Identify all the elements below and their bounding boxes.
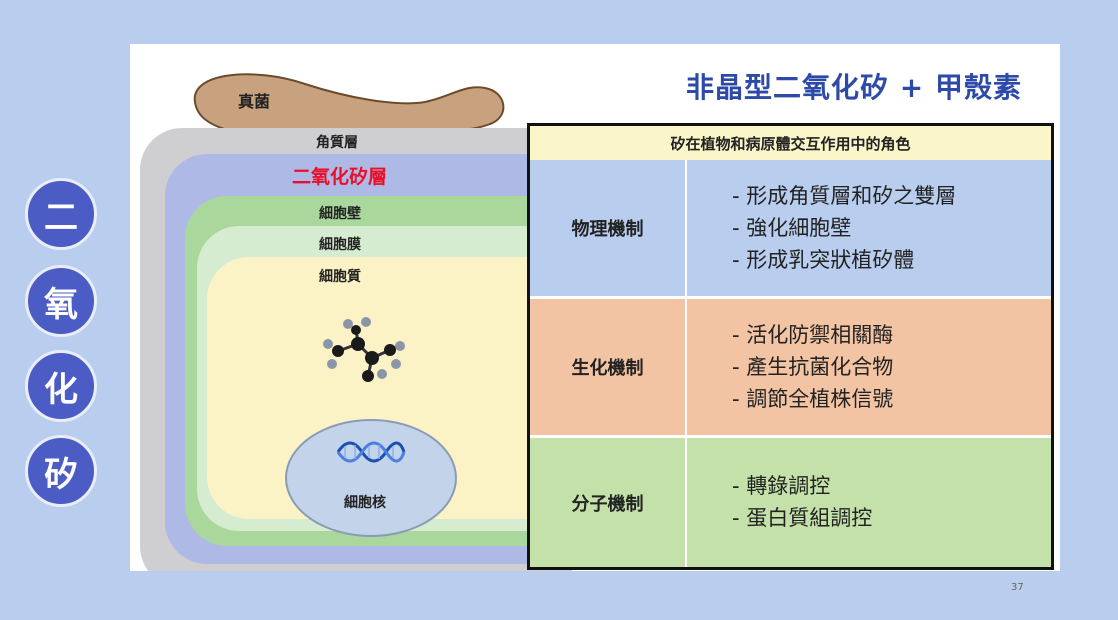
mechanism-items: - 形成角質層和矽之雙層 - 強化細胞壁 - 形成乳突狀植矽體 [687, 160, 1051, 296]
item-text: - 活化防禦相關酶 [732, 323, 894, 347]
side-circle-3: 化 [25, 350, 97, 422]
cell-membrane-label: 細胞膜 [319, 237, 361, 253]
item-text: - 強化細胞壁 [732, 216, 852, 240]
cytoplasm-label: 細胞質 [319, 269, 361, 285]
slide-title: 非晶型二氧化矽 + 甲殼素 [686, 71, 1022, 104]
cell-wall-label: 細胞壁 [319, 206, 361, 222]
item-text: - 形成角質層和矽之雙層 [732, 184, 957, 208]
nucleus-label: 細胞核 [344, 495, 386, 511]
mechanism-items: - 轉錄調控 - 蛋白質組調控 [687, 438, 1051, 567]
item-text: - 產生抗菌化合物 [732, 355, 894, 379]
item-text: - 轉錄調控 [732, 474, 831, 498]
dna-icon [336, 441, 406, 463]
table-row-biochemical: 生化機制 - 活化防禦相關酶 - 產生抗菌化合物 - 調節全植株信號 [530, 299, 1051, 438]
item-text: - 蛋白質組調控 [732, 506, 873, 530]
side-circle-2: 氧 [25, 265, 97, 337]
mechanism-label: 分子機制 [530, 438, 687, 567]
table-row-molecular: 分子機制 - 轉錄調控 - 蛋白質組調控 [530, 438, 1051, 567]
page-number: 37 [1011, 582, 1024, 593]
side-circle-1: 二 [25, 178, 97, 250]
slide: 非晶型二氧化矽 + 甲殼素 真菌 角質層 二氧化矽層 細胞壁 細胞膜 細胞質 [130, 44, 1060, 571]
mechanism-label: 物理機制 [530, 160, 687, 296]
item-text: - 調節全植株信號 [732, 387, 894, 411]
nucleus [285, 419, 457, 537]
fungus-label: 真菌 [238, 92, 271, 111]
molecule-icon [323, 317, 405, 382]
mechanism-items: - 活化防禦相關酶 - 產生抗菌化合物 - 調節全植株信號 [687, 299, 1051, 435]
cuticle-label: 角質層 [316, 135, 358, 151]
table-header: 矽在植物和病原體交互作用中的角色 [530, 126, 1051, 162]
silicon-role-table: 矽在植物和病原體交互作用中的角色 物理機制 - 形成角質層和矽之雙層 - 強化細… [527, 123, 1054, 570]
table-row-physical: 物理機制 - 形成角質層和矽之雙層 - 強化細胞壁 - 形成乳突狀植矽體 [530, 160, 1051, 299]
side-circle-4: 矽 [25, 435, 97, 507]
silica-layer-label: 二氧化矽層 [292, 166, 388, 188]
item-text: - 形成乳突狀植矽體 [732, 248, 915, 272]
mechanism-label: 生化機制 [530, 299, 687, 435]
